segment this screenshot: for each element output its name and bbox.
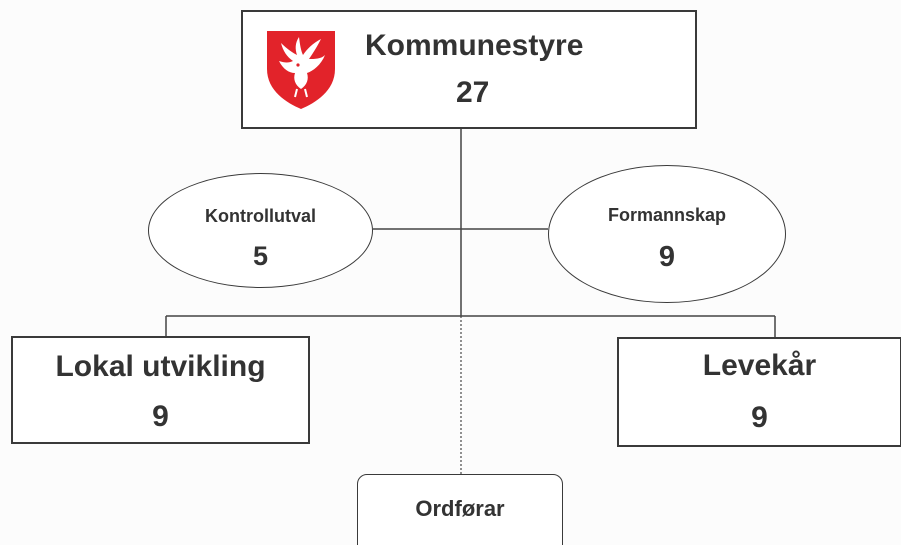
kontrollutval-count: 5 bbox=[252, 241, 269, 271]
kommunestyre-title: Kommunestyre bbox=[365, 29, 584, 62]
lokal-utvikling-title: Lokal utvikling bbox=[55, 350, 266, 383]
ordforar-title: Ordførar bbox=[415, 496, 505, 521]
lokal-utvikling-count: 9 bbox=[152, 400, 169, 433]
ordforar-box: Ordførar bbox=[357, 474, 563, 545]
kontrollutval-ellipse: Kontrollutval 5 bbox=[148, 173, 373, 288]
levekar-box: Levekår 9 bbox=[617, 337, 901, 447]
levekar-count: 9 bbox=[751, 401, 768, 434]
levekar-title: Levekår bbox=[702, 349, 817, 382]
formannskap-count: 9 bbox=[658, 241, 676, 273]
kommunestyre-count: 27 bbox=[456, 76, 490, 109]
kommunestyre-box: Kommunestyre 27 bbox=[241, 10, 697, 129]
formannskap-title: Formannskap bbox=[607, 205, 727, 225]
lokal-utvikling-box: Lokal utvikling 9 bbox=[11, 336, 310, 444]
coat-of-arms-bird-icon bbox=[267, 31, 335, 109]
formannskap-ellipse: Formannskap 9 bbox=[548, 165, 786, 303]
kontrollutval-title: Kontrollutval bbox=[205, 206, 316, 226]
